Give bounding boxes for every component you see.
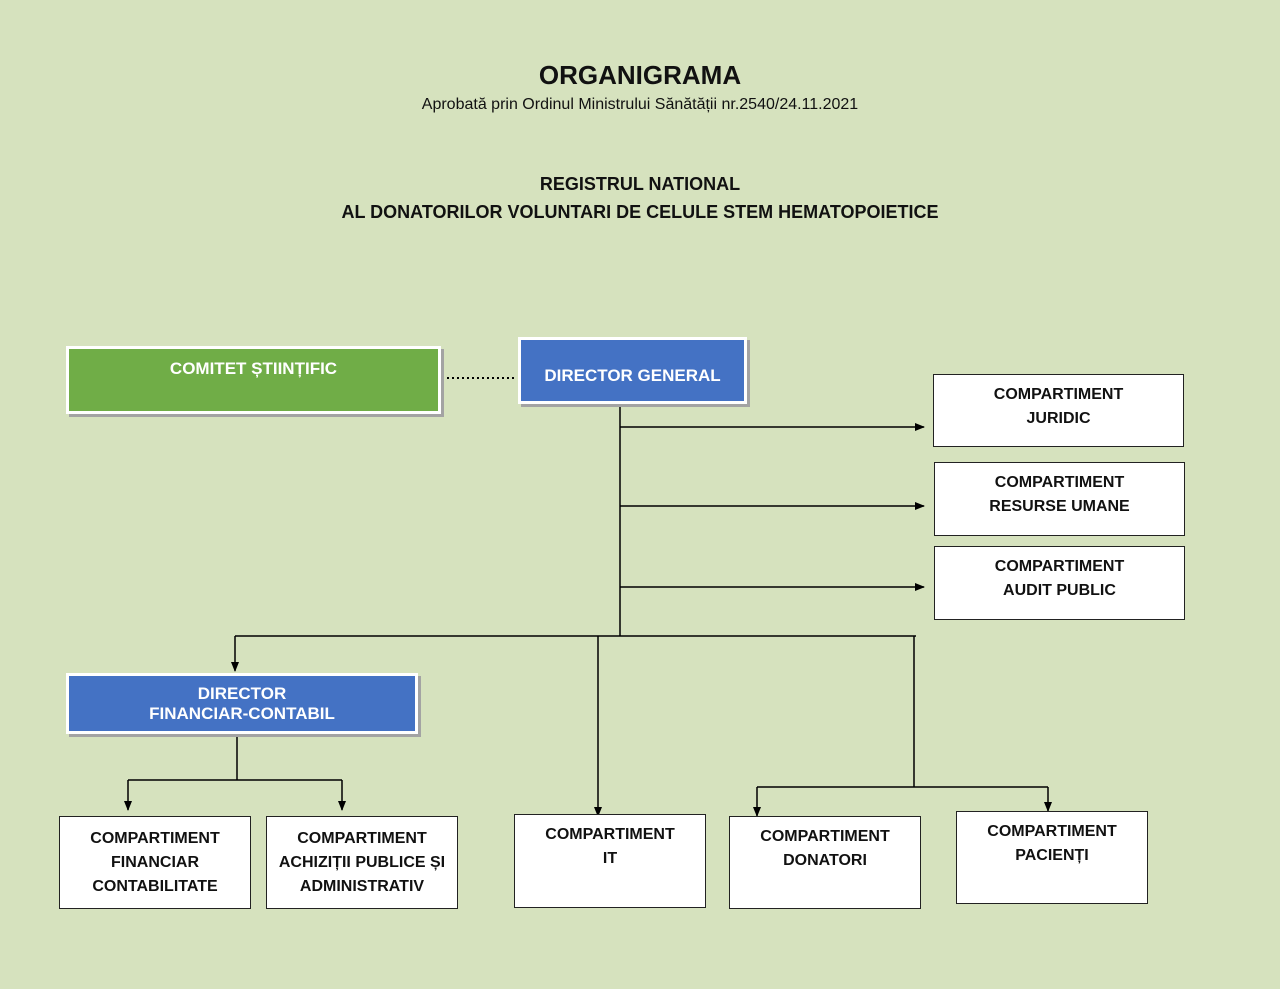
- compartiment-donatori-box: COMPARTIMENT DONATORI: [729, 816, 921, 909]
- compartiment-resurse-umane-box: COMPARTIMENT RESURSE UMANE: [934, 462, 1185, 536]
- comitet-stiintific-box: COMITET ȘTIINȚIFIC: [66, 346, 441, 414]
- director-financiar-label: DIRECTOR FINANCIAR-CONTABIL: [149, 683, 335, 723]
- page-title: ORGANIGRAMA: [538, 60, 742, 90]
- compartiment-financiar-contabilitate-label: COMPARTIMENT FINANCIAR CONTABILITATE: [90, 829, 220, 895]
- compartiment-pacienti-box: COMPARTIMENT PACIENȚI: [956, 811, 1148, 904]
- compartiment-audit-public-label: COMPARTIMENT AUDIT PUBLIC: [994, 558, 1125, 599]
- compartiment-it-label: COMPARTIMENT IT: [545, 826, 675, 867]
- compartiment-achizitii-box: COMPARTIMENT ACHIZIȚII PUBLICE ȘI ADMINI…: [266, 816, 458, 909]
- compartiment-financiar-contabilitate-box: COMPARTIMENT FINANCIAR CONTABILITATE: [59, 816, 251, 909]
- comitet-stiintific-label: COMITET ȘTIINȚIFIC: [169, 359, 338, 378]
- compartiment-resurse-umane-label: COMPARTIMENT RESURSE UMANE: [989, 474, 1130, 515]
- approval-subtitle: Aprobată prin Ordinul Ministrului Sănătă…: [421, 96, 859, 113]
- compartiment-juridic-box: COMPARTIMENT JURIDIC: [933, 374, 1184, 447]
- compartiment-achizitii-label: COMPARTIMENT ACHIZIȚII PUBLICE ȘI ADMINI…: [278, 829, 446, 895]
- director-general-box: DIRECTOR GENERAL: [518, 337, 747, 404]
- compartiment-it-box: COMPARTIMENT IT: [514, 814, 706, 908]
- organization-name-line-1: REGISTRUL NATIONAL: [539, 174, 741, 194]
- organization-name-line-2: AL DONATORILOR VOLUNTARI DE CELULE STEM …: [341, 202, 939, 222]
- director-general-label: DIRECTOR GENERAL: [544, 365, 721, 385]
- compartiment-donatori-label: COMPARTIMENT DONATORI: [760, 828, 890, 869]
- compartiment-juridic-label: COMPARTIMENT JURIDIC: [993, 386, 1124, 427]
- compartiment-audit-public-box: COMPARTIMENT AUDIT PUBLIC: [934, 546, 1185, 620]
- compartiment-pacienti-label: COMPARTIMENT PACIENȚI: [987, 823, 1117, 864]
- director-financiar-box: DIRECTOR FINANCIAR-CONTABIL: [66, 673, 418, 734]
